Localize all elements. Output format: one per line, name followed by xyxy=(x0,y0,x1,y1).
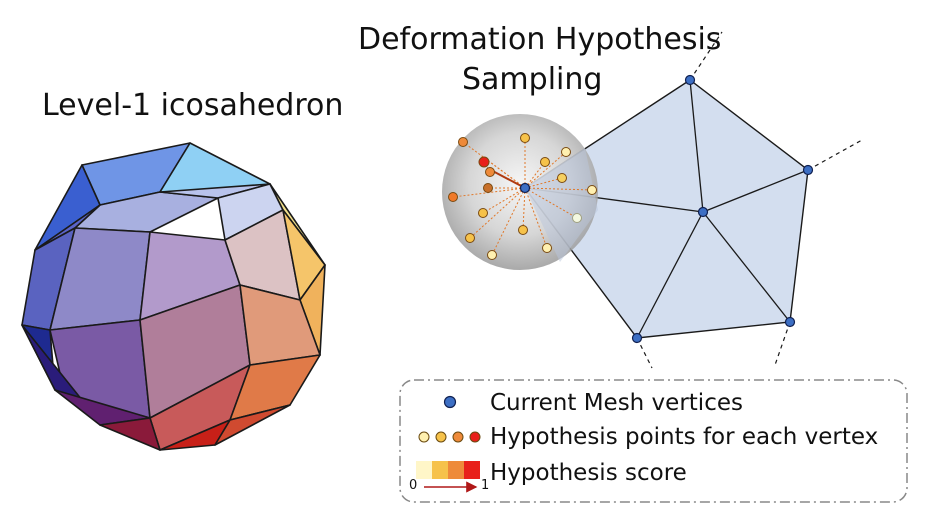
sampling-sphere xyxy=(442,114,598,270)
legend-vertex-symbol xyxy=(443,395,457,409)
hypothesis-points xyxy=(448,133,597,260)
legend-score-bar xyxy=(416,461,480,479)
mesh-patch xyxy=(523,31,863,369)
mesh-vertices xyxy=(519,74,814,344)
score-scale-min: 0 xyxy=(409,478,418,493)
sampling-title-line2: Sampling xyxy=(462,62,603,97)
legend-label-score: Hypothesis score xyxy=(490,460,687,486)
legend-label-vertices: Current Mesh vertices xyxy=(490,390,743,416)
icosahedron-shape xyxy=(21,142,326,451)
sampling-title-line1: Deformation Hypothesis xyxy=(358,22,722,57)
ico-face xyxy=(214,404,291,446)
icosahedron-title: Level-1 icosahedron xyxy=(42,88,344,123)
legend-box xyxy=(399,379,908,503)
legend-label-hypothesis: Hypothesis points for each vertex xyxy=(490,424,879,450)
mesh-continuation-lines xyxy=(636,31,863,369)
score-scale-max: 1 xyxy=(481,478,490,493)
ico-face xyxy=(99,417,161,451)
legend-hypothesis-symbols xyxy=(418,431,481,443)
